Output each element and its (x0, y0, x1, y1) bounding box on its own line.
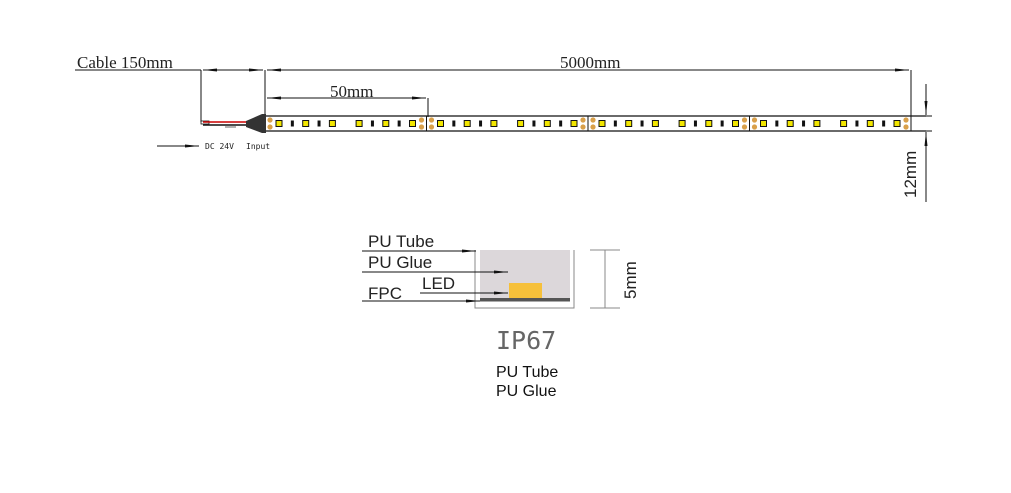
resistor (640, 120, 644, 127)
solder-pad (267, 124, 273, 130)
resistor (532, 120, 536, 127)
solder-pad (590, 117, 596, 123)
led-strip (265, 115, 926, 132)
led-chip (625, 120, 633, 127)
solder-pad (741, 124, 748, 130)
led-chip (786, 120, 794, 127)
rating-line-1: PU Tube (496, 364, 558, 381)
solder-pad (428, 117, 435, 123)
ip-rating-title: IP67 (496, 326, 556, 355)
solder-pad (903, 117, 909, 123)
led-chip (866, 120, 874, 127)
pu-tube-outline (474, 250, 575, 309)
pu-glue-label: PU Glue (368, 253, 432, 272)
led-chip (382, 120, 390, 127)
led-chip (302, 120, 310, 127)
resistor (290, 120, 294, 127)
resistor (775, 120, 779, 127)
led-chip (328, 120, 336, 127)
fpc-label: FPC (368, 284, 402, 303)
led-label: LED (422, 274, 455, 293)
solder-pad (590, 124, 596, 130)
led-chip (409, 120, 416, 127)
led-chip (355, 120, 363, 127)
cut-unit-label: 50mm (330, 82, 373, 101)
resistor (559, 120, 563, 127)
strip-length-label: 5000mm (560, 53, 620, 72)
led-chip (732, 120, 739, 127)
led-chip (490, 120, 498, 127)
led-chip (509, 283, 542, 298)
resistor (452, 120, 456, 127)
cable-connector (246, 114, 266, 133)
solder-pad (903, 124, 909, 130)
solder-pad (580, 117, 586, 123)
led-chip (651, 120, 659, 127)
resistor (802, 120, 806, 127)
resistor (370, 120, 374, 127)
led-chip (437, 120, 444, 127)
input-voltage-label: DC 24V (205, 142, 234, 151)
resistor (693, 120, 697, 127)
cross-section: PU Tube PU Glue LED FPC 5mm (362, 232, 640, 309)
led-chip (275, 120, 283, 127)
profile-height-label: 5mm (621, 261, 640, 299)
resistor (882, 120, 886, 127)
led-chip (598, 120, 606, 127)
resistor (479, 120, 483, 127)
solder-pad (267, 117, 273, 123)
led-chip (813, 120, 821, 127)
resistor (855, 120, 859, 127)
resistor (613, 120, 617, 127)
solder-pad (418, 117, 425, 123)
resistor (397, 120, 401, 127)
cable-length-label: Cable 150mm (77, 53, 173, 72)
led-chip (705, 120, 713, 127)
resistor (720, 120, 724, 127)
solder-pad (428, 124, 435, 130)
solder-pad (751, 124, 758, 130)
led-chip (678, 120, 686, 127)
rating-line-2: PU Glue (496, 383, 557, 400)
led-chip (570, 120, 578, 127)
strip-width-label: 12mm (901, 151, 920, 198)
input-label: Input (246, 142, 270, 151)
led-chip (760, 120, 767, 127)
solder-pad (418, 124, 425, 130)
led-chip (517, 120, 525, 127)
solder-pad (580, 124, 586, 130)
resistor (317, 120, 321, 127)
led-chip (463, 120, 471, 127)
pu-tube-label: PU Tube (368, 232, 434, 251)
cable-assembly (200, 114, 266, 133)
led-chip (840, 120, 848, 127)
solder-pad (741, 117, 748, 123)
solder-pad (751, 117, 758, 123)
fpc-layer (480, 298, 570, 302)
led-chip (893, 120, 901, 127)
strip-components (267, 116, 909, 131)
led-chip (543, 120, 551, 127)
